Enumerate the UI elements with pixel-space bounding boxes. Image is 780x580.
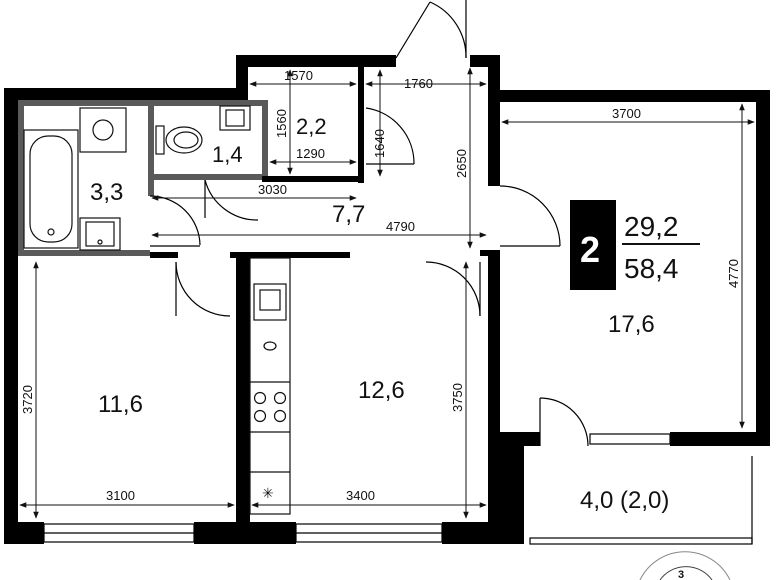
fridge-icon: ✳ xyxy=(262,486,274,502)
wet-area-walls xyxy=(18,100,268,256)
total-area: 58,4 xyxy=(624,253,679,284)
dim-3400: 3400 xyxy=(346,488,375,503)
dim-4790: 4790 xyxy=(386,219,415,234)
living-area: 29,2 xyxy=(624,211,679,242)
dim-1640: 1640 xyxy=(372,129,387,158)
room-area-kitchen: 12,6 xyxy=(358,377,405,404)
outer-walls xyxy=(4,55,770,544)
room-area-balcony: 4,0 (2,0) xyxy=(580,487,669,514)
room-area-small-hall: 2,2 xyxy=(296,114,327,139)
dimension-lines xyxy=(19,67,755,519)
dim-2650: 2650 xyxy=(454,149,469,178)
compass-arc xyxy=(639,551,731,580)
bathtub xyxy=(23,129,79,249)
room-area-bathroom: 3,3 xyxy=(90,179,123,206)
dim-4770: 4770 xyxy=(726,259,741,288)
dim-1560: 1560 xyxy=(274,109,289,138)
compass: 3 xyxy=(639,551,731,580)
rooms-count-badge xyxy=(570,200,616,290)
rooms-count: 2 xyxy=(580,229,600,270)
room-area-toilet: 1,4 xyxy=(212,142,243,167)
windows xyxy=(43,433,753,545)
toilet xyxy=(155,125,203,155)
kitchen-counter xyxy=(249,257,291,515)
interior-walls xyxy=(150,67,500,542)
bathroom-sink xyxy=(79,217,121,251)
toilet-sink xyxy=(219,105,251,131)
dim-1570: 1570 xyxy=(284,68,313,83)
room-area-bedroom: 11,6 xyxy=(98,391,143,418)
dim-3100: 3100 xyxy=(106,488,135,503)
compass-number: 3 xyxy=(678,569,684,580)
compass-arc-inner xyxy=(659,566,713,580)
dimension-labels: 1570 1760 1560 1290 1640 2650 3030 4790 … xyxy=(20,68,741,503)
dim-3700: 3700 xyxy=(612,106,641,121)
apartment-summary: 2 29,2 58,4 xyxy=(570,200,706,290)
washing-machine xyxy=(79,107,127,153)
dim-3750: 3750 xyxy=(450,383,465,412)
dim-1760: 1760 xyxy=(404,76,433,91)
dim-3720: 3720 xyxy=(20,385,35,414)
room-area-hall: 7,7 xyxy=(332,201,365,228)
dim-1290: 1290 xyxy=(296,146,325,161)
room-area-living-room: 17,6 xyxy=(608,311,655,338)
room-area-labels: 3,3 1,4 2,2 7,7 11,6 12,6 17,6 4,0 (2,0) xyxy=(90,114,669,514)
dim-3030: 3030 xyxy=(258,182,287,197)
